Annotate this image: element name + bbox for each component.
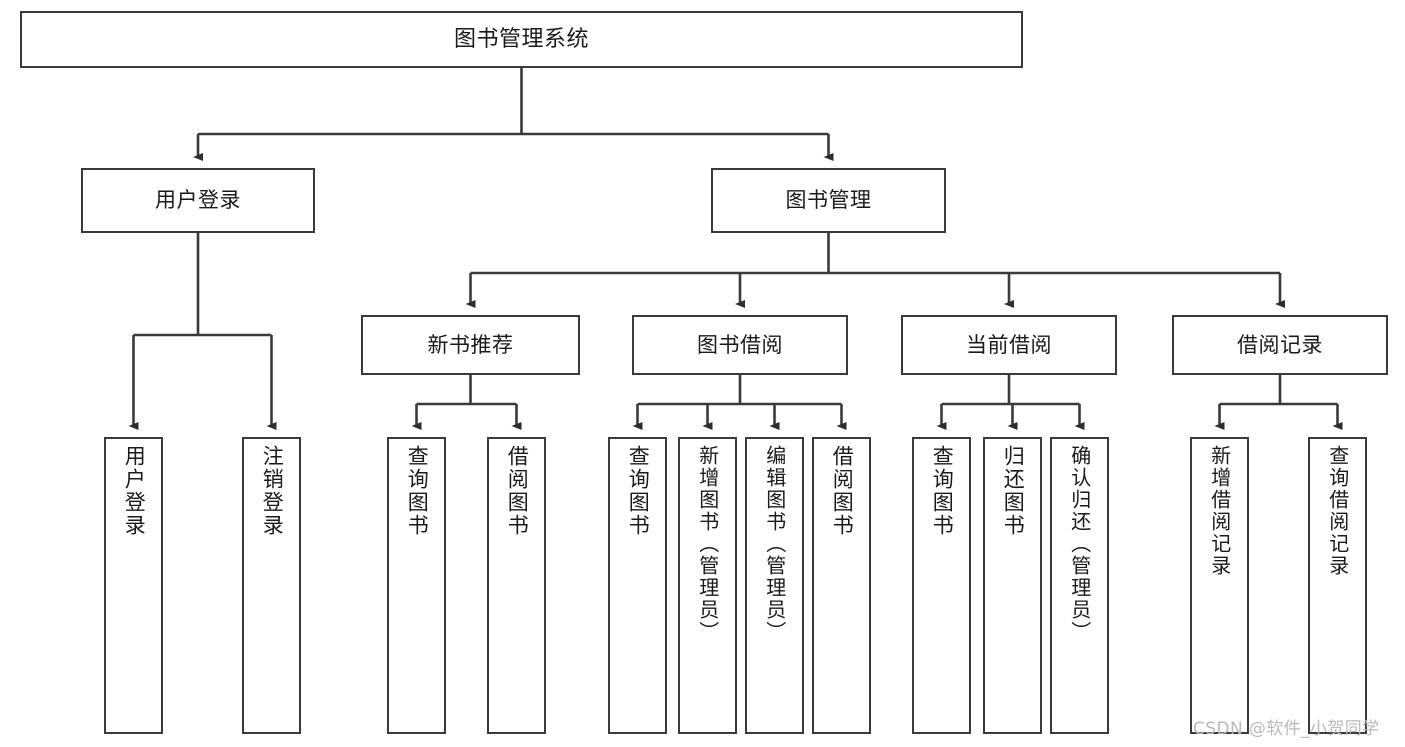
node-label: 用户登录 <box>122 445 147 537</box>
node-leaf-5[interactable]: 查询图书 <box>608 437 667 734</box>
node-label: 图书管理 <box>785 188 872 213</box>
node-root[interactable]: 图书管理系统 <box>20 11 1023 68</box>
node-label: 新增借阅记录 <box>1207 445 1232 577</box>
node-label: 图书管理系统 <box>453 26 589 52</box>
node-leaf-4[interactable]: 借阅图书 <box>487 437 546 734</box>
node-label: 查询图书 <box>405 445 430 537</box>
node-label: 借阅记录 <box>1237 332 1323 357</box>
watermark-text: CSDN @软件_小贺同学 <box>1193 719 1380 739</box>
node-label: 查询图书 <box>626 445 651 537</box>
node-label: 查询借阅记录 <box>1325 445 1350 577</box>
node-label: 图书借阅 <box>697 332 783 357</box>
node-book-manage[interactable]: 图书管理 <box>711 168 946 233</box>
node-label: 查询图书 <box>930 445 955 537</box>
node-label: 用户登录 <box>155 188 241 213</box>
node-label: 借阅图书 <box>830 445 855 537</box>
node-leaf-12[interactable]: 新增借阅记录 <box>1190 437 1249 734</box>
node-label: 注销登录 <box>260 445 285 537</box>
node-label: 借阅图书 <box>505 445 530 537</box>
node-user-login[interactable]: 用户登录 <box>81 168 315 233</box>
node-label: 新增图书（管理员） <box>695 445 720 643</box>
node-leaf-11[interactable]: 确认归还（管理员） <box>1050 437 1109 734</box>
node-book-borrow[interactable]: 图书借阅 <box>632 315 848 375</box>
node-label: 归还图书 <box>1001 445 1026 537</box>
node-label: 新书推荐 <box>427 332 514 357</box>
node-leaf-7[interactable]: 编辑图书（管理员） <box>745 437 804 734</box>
node-label: 编辑图书（管理员） <box>762 445 787 643</box>
node-leaf-10[interactable]: 归还图书 <box>983 437 1042 734</box>
node-leaf-2[interactable]: 注销登录 <box>242 437 301 734</box>
node-leaf-13[interactable]: 查询借阅记录 <box>1308 437 1367 734</box>
node-borrow-log[interactable]: 借阅记录 <box>1172 315 1388 375</box>
node-new-book-rec[interactable]: 新书推荐 <box>361 315 580 375</box>
node-leaf-3[interactable]: 查询图书 <box>387 437 446 734</box>
node-label: 确认归还（管理员） <box>1067 445 1092 643</box>
node-label: 当前借阅 <box>966 332 1052 357</box>
node-leaf-8[interactable]: 借阅图书 <box>812 437 871 734</box>
node-leaf-6[interactable]: 新增图书（管理员） <box>678 437 737 734</box>
node-leaf-1[interactable]: 用户登录 <box>104 437 163 734</box>
node-leaf-9[interactable]: 查询图书 <box>912 437 971 734</box>
node-cur-borrow[interactable]: 当前借阅 <box>901 315 1117 375</box>
